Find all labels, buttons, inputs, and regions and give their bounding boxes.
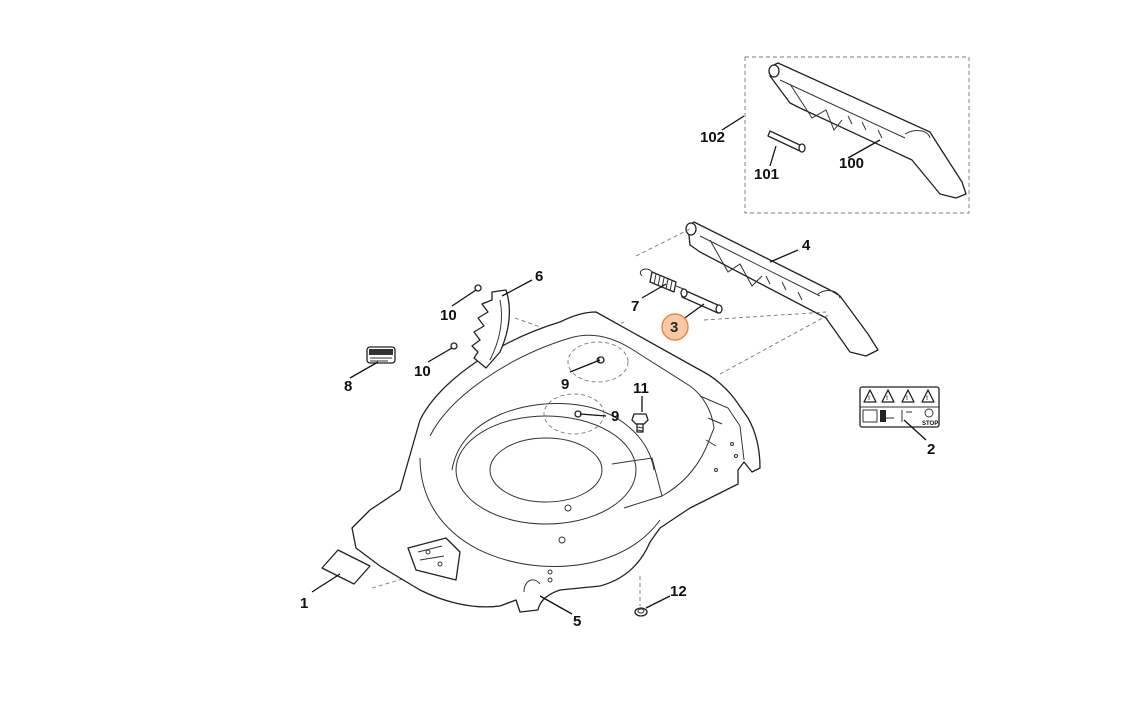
bolt-11 bbox=[631, 413, 649, 433]
leader-lines bbox=[311, 115, 927, 615]
callout-102[interactable]: 102 bbox=[700, 129, 725, 146]
callout-3-highlight[interactable] bbox=[661, 313, 689, 341]
stop-text: STOP bbox=[922, 421, 938, 427]
callout-1[interactable]: 1 bbox=[300, 595, 308, 612]
callout-5[interactable]: 5 bbox=[573, 613, 581, 630]
callout-9-lower[interactable]: 9 bbox=[611, 408, 619, 425]
svg-text:!: ! bbox=[886, 396, 888, 402]
warning-sticker-2: ! ! ! ! STOP bbox=[859, 386, 940, 428]
svg-text:!: ! bbox=[906, 396, 908, 402]
callout-101[interactable]: 101 bbox=[754, 166, 779, 183]
callout-3[interactable]: 3 bbox=[670, 319, 678, 336]
callout-100[interactable]: 100 bbox=[839, 155, 864, 172]
mower-deck-5 bbox=[351, 311, 761, 613]
callout-10-lower[interactable]: 10 bbox=[414, 363, 431, 380]
callouts: 1 2 3 4 5 6 7 8 9 9 10 10 11 12 100 101 … bbox=[300, 129, 935, 630]
assembly-lines bbox=[371, 227, 831, 606]
callout-7[interactable]: 7 bbox=[631, 298, 639, 315]
callout-11[interactable]: 11 bbox=[633, 380, 649, 397]
svg-text:!: ! bbox=[868, 396, 870, 402]
callout-2[interactable]: 2 bbox=[927, 441, 935, 458]
axle-pin-3 bbox=[680, 288, 723, 314]
screw-10-upper bbox=[474, 284, 482, 292]
label-sticker-8 bbox=[366, 346, 396, 364]
bolt-9-upper bbox=[597, 356, 605, 364]
nut-12 bbox=[634, 607, 648, 617]
screw-10-lower bbox=[450, 342, 458, 350]
callout-10-upper[interactable]: 10 bbox=[440, 307, 457, 324]
callout-4[interactable]: 4 bbox=[802, 237, 811, 254]
inset-rear-flap bbox=[768, 62, 967, 199]
callout-12[interactable]: 12 bbox=[670, 583, 687, 600]
callout-9-upper[interactable]: 9 bbox=[561, 376, 569, 393]
callout-6[interactable]: 6 bbox=[535, 268, 543, 285]
inset-axle-101 bbox=[767, 130, 806, 153]
sticker-1 bbox=[321, 549, 371, 585]
inset-box bbox=[744, 56, 970, 214]
rear-flap-4 bbox=[685, 221, 879, 357]
spring-7 bbox=[639, 268, 687, 293]
height-bracket-6 bbox=[471, 289, 510, 369]
callout-8[interactable]: 8 bbox=[344, 378, 352, 395]
svg-text:!: ! bbox=[926, 396, 928, 402]
